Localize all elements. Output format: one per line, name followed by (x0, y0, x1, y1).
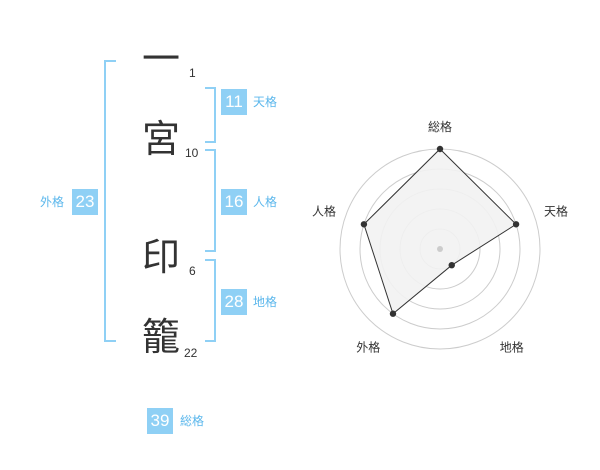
radar-point-3 (389, 310, 397, 317)
chikaku-badge: 28 (221, 289, 247, 315)
stroke-count-1: 1 (189, 66, 196, 80)
radar-point-0 (436, 145, 444, 153)
gaikaku-bracket (104, 60, 116, 342)
tenkaku-badge: 11 (221, 89, 247, 115)
radar-axis-label-0: 総格 (428, 119, 452, 134)
gaikaku-badge: 23 (72, 189, 98, 215)
soukaku-badge: 39 (147, 408, 173, 434)
chikaku-label: 地格 (253, 295, 278, 309)
name-char-4: 籠 (141, 315, 180, 359)
radar-polygon (363, 148, 517, 315)
stroke-count-2: 10 (185, 146, 199, 160)
radar-axis-label-1: 天格 (544, 203, 568, 218)
radar-point-4 (360, 221, 368, 228)
jinkaku-badge: 16 (221, 189, 247, 215)
radar-point-2 (448, 261, 455, 269)
stroke-count-3: 6 (189, 264, 196, 278)
radar-point-1 (512, 221, 520, 228)
radar-axis-label-2: 地格 (500, 340, 524, 355)
jinkaku-bracket (205, 149, 216, 252)
gaikaku-label: 外格 (40, 195, 65, 209)
tenkaku-bracket (205, 87, 216, 143)
radar-axis-label-3: 外格 (356, 340, 380, 355)
chikaku-bracket (205, 259, 216, 342)
radar-axis-label-4: 人格 (312, 203, 336, 218)
name-char-3: 印 (141, 235, 180, 279)
name-char-1: 一 (141, 37, 180, 81)
tenkaku-label: 天格 (253, 95, 278, 109)
stroke-count-4: 22 (184, 346, 198, 360)
name-char-2: 宮 (141, 117, 180, 161)
soukaku-label: 総格 (180, 414, 205, 428)
radar-center-dot (437, 246, 443, 252)
jinkaku-label: 人格 (253, 195, 278, 209)
